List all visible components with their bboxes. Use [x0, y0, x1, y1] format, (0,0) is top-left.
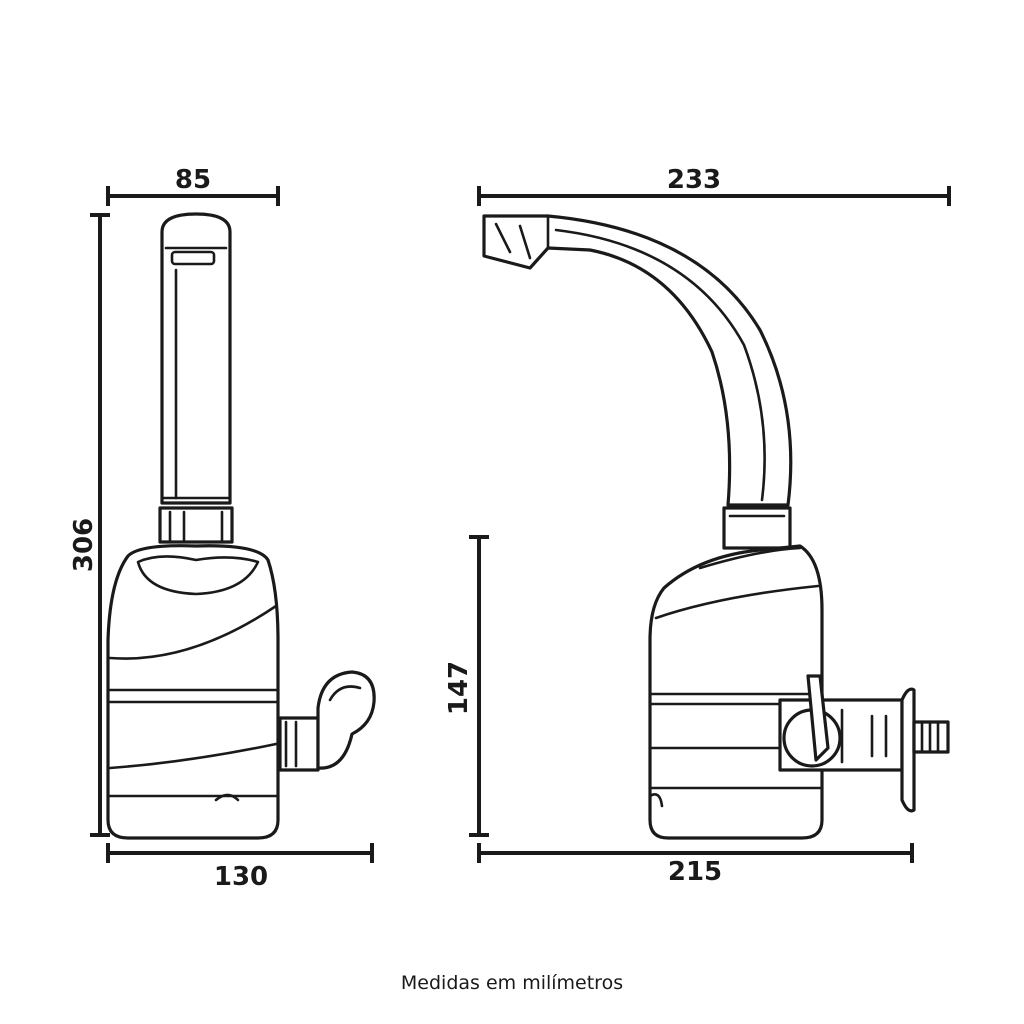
dimension-side-bottom: 215	[477, 843, 914, 887]
dimension-side-top: 233	[477, 165, 951, 206]
dimension-label-233: 233	[667, 165, 721, 195]
dimension-label-130: 130	[214, 862, 268, 892]
dimension-front-height: 306	[69, 213, 110, 837]
faucet-side-view	[482, 214, 950, 840]
faucet-front-view	[106, 212, 376, 840]
dimension-front-top: 85	[106, 165, 280, 206]
dimension-front-bottom: 130	[106, 843, 374, 892]
dimension-side-height: 147	[444, 535, 489, 837]
dimension-label-306: 306	[69, 518, 99, 572]
dimension-label-215: 215	[668, 857, 722, 887]
units-caption: Medidas em milímetros	[400, 972, 624, 994]
dimension-label-147: 147	[444, 661, 474, 715]
dimension-label-85: 85	[175, 165, 211, 195]
